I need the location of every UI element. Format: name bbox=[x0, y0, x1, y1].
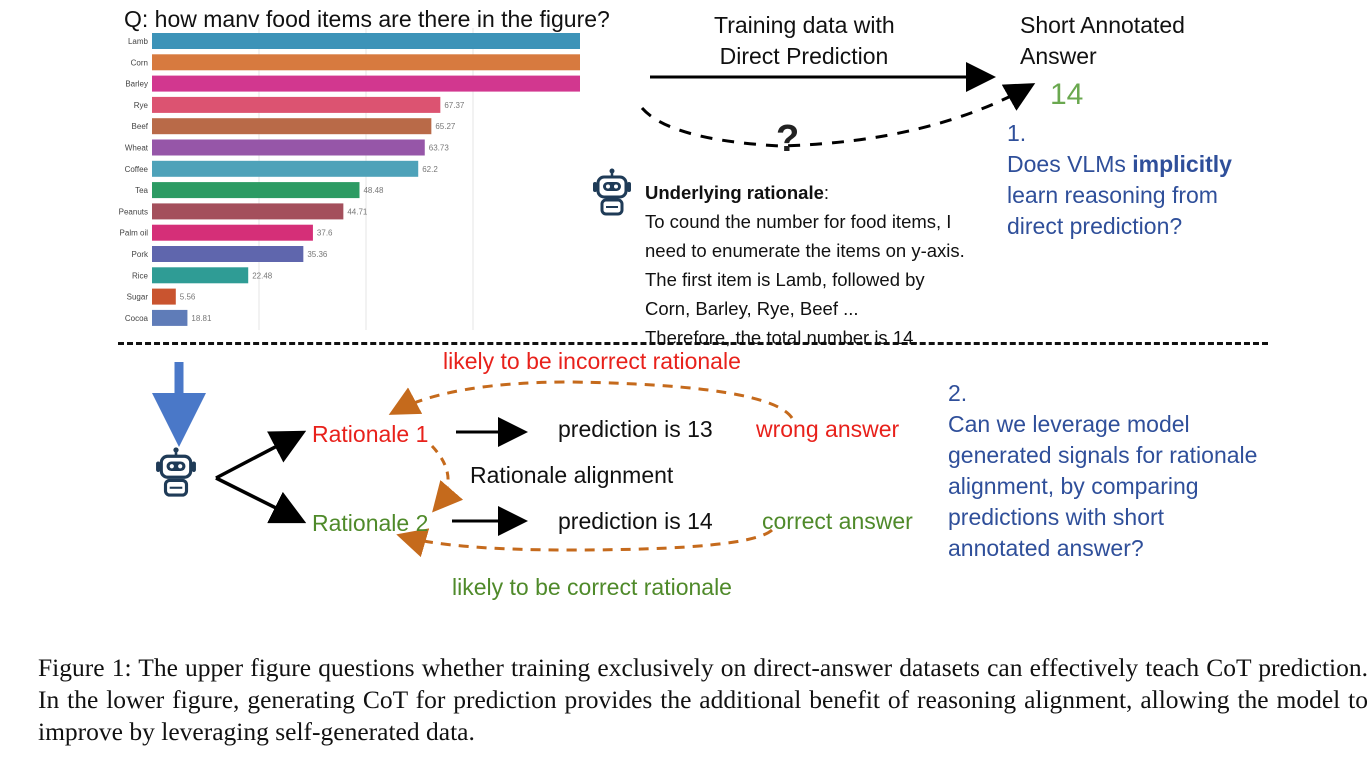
incorrect-rationale-note: likely to be incorrect rationale bbox=[443, 348, 741, 374]
rationale-2-label: Rationale 2 bbox=[312, 510, 429, 536]
bar bbox=[152, 96, 441, 113]
rationale-alignment-label: Rationale alignment bbox=[470, 462, 674, 488]
bar bbox=[152, 309, 188, 326]
annotated-answer-value: 14 bbox=[1050, 78, 1084, 111]
top-arrows bbox=[640, 62, 1036, 148]
bar-category-label: Lamb bbox=[128, 37, 149, 46]
question-mark-icon: ? bbox=[776, 118, 800, 160]
bar-value-label: 37.6 bbox=[317, 229, 333, 238]
bar-category-label: Coffee bbox=[125, 165, 149, 174]
rationale-block: Underlying rationale: To cound the numbe… bbox=[645, 182, 965, 348]
bar-category-label: Palm oil bbox=[120, 229, 149, 238]
robot-icon bbox=[156, 447, 196, 497]
bar-category-label: Tea bbox=[135, 186, 148, 195]
bar-category-label: Peanuts bbox=[119, 207, 148, 216]
bar-value-label: 44.71 bbox=[347, 207, 368, 216]
bar bbox=[152, 267, 249, 284]
bar bbox=[152, 288, 176, 305]
bar-category-label: Beef bbox=[132, 122, 149, 131]
bar bbox=[152, 246, 304, 262]
bar bbox=[152, 33, 580, 49]
bar-value-label: 67.37 bbox=[444, 101, 465, 110]
rationale-title: Underlying rationale bbox=[645, 182, 824, 203]
bar-value-label: 48.48 bbox=[363, 186, 384, 195]
bar-category-label: Rye bbox=[134, 101, 149, 110]
bar-value-label: 35.36 bbox=[307, 250, 328, 259]
lower-diagram-arrows bbox=[152, 362, 794, 558]
training-data-label: Training data with Direct Prediction bbox=[714, 12, 895, 69]
wrong-answer-label: wrong answer bbox=[756, 416, 900, 442]
caption-label: Figure 1: bbox=[38, 653, 132, 682]
bar-category-label: Corn bbox=[131, 58, 148, 67]
correct-rationale-note: likely to be correct rationale bbox=[452, 574, 732, 600]
bar-value-label: 5.56 bbox=[180, 293, 196, 302]
bar-category-label: Rice bbox=[132, 271, 149, 280]
implicit-reasoning-dashed-arrow bbox=[640, 83, 1036, 148]
bar bbox=[152, 54, 580, 71]
bar-category-label: Cocoa bbox=[125, 314, 149, 323]
caption-text: The upper figure questions whether train… bbox=[38, 653, 1368, 746]
prediction-13: prediction is 13 bbox=[558, 416, 713, 442]
bar-category-label: Wheat bbox=[125, 144, 149, 153]
question-text: Q: how manv food items are there in the … bbox=[124, 6, 610, 32]
bar-category-label: Pork bbox=[132, 250, 149, 259]
figure-caption: Figure 1: The upper figure questions whe… bbox=[38, 652, 1368, 748]
bar bbox=[152, 160, 419, 177]
question-1: 1. Does VLMs implicitly learn reasoning … bbox=[1007, 120, 1232, 239]
bar-value-label: 22.48 bbox=[252, 271, 273, 280]
bar bbox=[152, 182, 360, 199]
bar-category-label: Sugar bbox=[127, 293, 149, 302]
bar bbox=[152, 224, 313, 241]
question-2: 2. Can we leverage model generated signa… bbox=[948, 380, 1258, 561]
bar bbox=[152, 139, 425, 156]
bar bbox=[152, 118, 432, 135]
bar-value-label: 63.73 bbox=[429, 144, 450, 153]
bar-value-label: 18.81 bbox=[191, 314, 212, 323]
bar-value-label: 62.2 bbox=[422, 165, 438, 174]
short-annotated-answer-label: Short Annotated Answer bbox=[1020, 12, 1185, 69]
rationale-1-label: Rationale 1 bbox=[312, 421, 429, 447]
correct-answer-label: correct answer bbox=[762, 508, 913, 534]
bar-category-label: Barley bbox=[125, 80, 148, 89]
prediction-14: prediction is 14 bbox=[558, 508, 713, 534]
bar-value-label: 65.27 bbox=[435, 122, 456, 131]
robot-icon bbox=[593, 168, 631, 216]
section-divider bbox=[118, 342, 1268, 345]
bar bbox=[152, 75, 580, 92]
bar bbox=[152, 203, 344, 220]
